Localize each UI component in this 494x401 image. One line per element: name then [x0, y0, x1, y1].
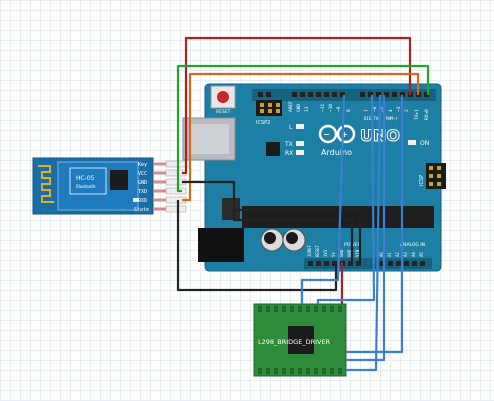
label-a1: A1 [387, 252, 392, 257]
usb-connector [182, 117, 236, 161]
svg-text:+: + [341, 130, 348, 139]
wire-blue-5 [346, 94, 382, 372]
hc05-subtitle: Bluetooth [76, 184, 96, 189]
icsp-label: ICSP [419, 175, 425, 186]
hc05-pin-state: State [134, 207, 149, 213]
label-a0: A0 [379, 252, 384, 257]
led-rx [296, 150, 304, 155]
label-a4: A4 [411, 252, 416, 257]
capacitors [260, 228, 306, 252]
atmega-chip [242, 206, 434, 228]
label-a2: A2 [395, 252, 400, 257]
antenna-icon [38, 165, 54, 203]
hc05-pin-txd: TXD [138, 189, 147, 195]
digital-pwm-label: DIGITAL (PWM~) [364, 116, 398, 121]
label-pin3: ~3 [396, 106, 402, 112]
icsp2-label: ICSP2 [256, 120, 270, 126]
label-pin2: 2 [404, 109, 410, 112]
reset-label: RESET [216, 109, 231, 115]
analog-in-label: ANALOG IN [400, 242, 425, 248]
label-a5: A5 [419, 252, 424, 257]
svg-text:−: − [323, 130, 330, 139]
wire-orange-rxd [182, 72, 420, 202]
usb-chip [266, 142, 280, 156]
led-rx-label: RX [285, 150, 293, 157]
label-a3: A3 [403, 252, 408, 257]
label-5v: 5V [331, 252, 336, 257]
led-l [296, 124, 304, 129]
on-label: ON [420, 140, 429, 147]
l298-chip [288, 326, 314, 354]
label-reset-pin: RESET [315, 244, 320, 257]
hc05-name: HC-05 [76, 175, 95, 182]
hc05-pin-gnd: GND [138, 180, 147, 186]
voltage-regulator [222, 198, 240, 220]
led-on [408, 140, 416, 145]
hc05-bluetooth-module: HC-05 Bluetooth Key VCC GND TXD RXD Stat… [32, 157, 187, 215]
wire-blue-1 [300, 94, 346, 304]
led-tx-label: TX [284, 141, 293, 148]
label-pin7: 7 [364, 109, 370, 112]
label-pin1-tx: TX▸1 [414, 109, 420, 120]
label-pin8: 8 [346, 109, 352, 112]
hc05-led [133, 198, 139, 202]
hc05-chip [110, 170, 128, 190]
led-l-label: L [289, 124, 293, 131]
label-3v3: 3V3 [323, 249, 328, 257]
label-ioref: IOREF [307, 244, 312, 257]
label-pin6: ~6 [372, 106, 378, 112]
wire-green-txd [176, 64, 430, 193]
wire-black-gnd-2 [176, 200, 338, 292]
label-pin0-rx: RX◂0 [424, 109, 430, 120]
l298-driver-module: L298_BRIDGE_DRIVER [253, 303, 347, 377]
label-vin: VIN [355, 249, 360, 257]
arduino-logo-text: Arduino [321, 148, 352, 157]
l298-name: L298_BRIDGE_DRIVER [258, 338, 331, 346]
dc-barrel-jack [198, 228, 244, 262]
label-gnd-1: GND [339, 249, 344, 257]
wire-blue-3 [346, 95, 386, 362]
wire-red-vcc [182, 36, 412, 175]
hc05-pin-rxd: RXD [138, 198, 147, 204]
arduino-logo-icon [318, 124, 356, 144]
label-pin13: 13 [304, 106, 310, 112]
wire-black-gnd-3 [232, 210, 354, 262]
label-pin11: ~11 [320, 104, 326, 112]
label-pin4: 4 [388, 109, 394, 112]
label-pin9: ~9 [336, 106, 342, 112]
hc05-pin-vcc: VCC [138, 171, 147, 177]
reset-button[interactable] [210, 85, 236, 109]
hc05-pin-key: Key [138, 162, 147, 168]
arduino-uno-board: AREF GND 13 ~11 ~10 ~9 8 7 ~6 ~5 4 ~3 2 … [182, 83, 446, 272]
icsp-header [426, 163, 446, 189]
wire-blue-2 [316, 94, 376, 304]
label-aref: AREF [288, 101, 294, 112]
label-pin10: ~10 [328, 104, 334, 112]
led-tx [296, 141, 304, 146]
icsp2-header [256, 100, 282, 116]
label-gnd-2: GND [347, 249, 352, 257]
label-gnd-top: GND [296, 104, 302, 112]
wire-blue-4 [346, 95, 404, 354]
